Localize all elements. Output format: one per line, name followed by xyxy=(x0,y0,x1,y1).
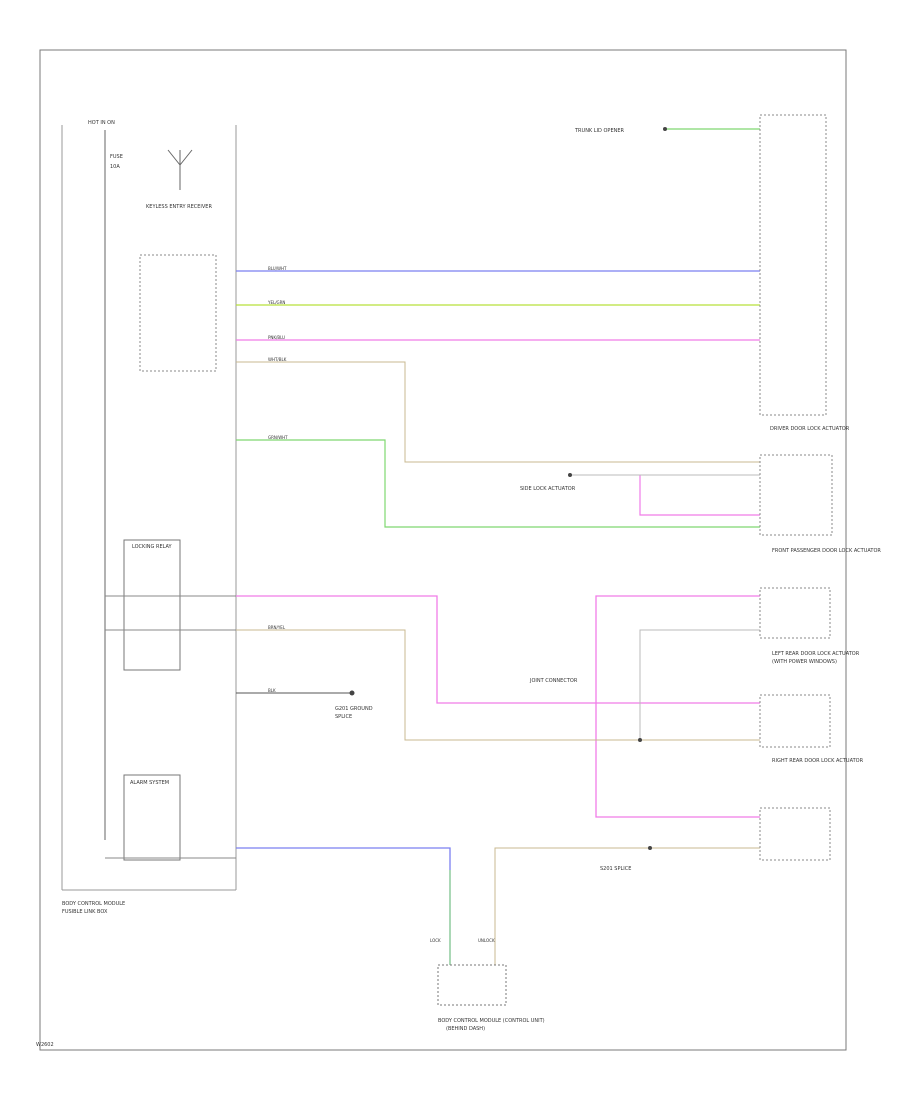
wire-blue-bottom xyxy=(236,847,451,965)
bottom-module-box xyxy=(437,964,507,1006)
wire-green-mid xyxy=(236,439,760,528)
wire-label-yel: YEL/GRN xyxy=(267,300,285,305)
bcm-side-label: FUSIBLE LINK BOX xyxy=(62,909,108,915)
rear-right-label: RIGHT REAR DOOR LOCK ACTUATOR xyxy=(772,758,864,764)
key-right-label: UNLOCK xyxy=(478,938,495,943)
relay-group-box xyxy=(123,539,181,671)
splice-dot-b xyxy=(648,846,652,850)
ground-label: G201 GROUND xyxy=(335,706,373,712)
wire-pink-loop xyxy=(595,595,760,818)
alarm-system-label: ALARM SYSTEM xyxy=(130,780,169,786)
wire-pink-lower xyxy=(236,595,760,704)
door-box-3 xyxy=(759,807,831,861)
junction-label: JOINT CONNECTOR xyxy=(529,678,578,684)
antenna-icon xyxy=(167,149,193,190)
diagram-frame xyxy=(39,49,847,1051)
wire-label-grn: GRN/WHT xyxy=(268,435,288,440)
door-box-1 xyxy=(759,587,831,639)
locking-relay-label: LOCKING RELAY xyxy=(132,544,173,550)
buzzer-group-box xyxy=(123,774,181,861)
lock-actuator-label: SIDE LOCK ACTUATOR xyxy=(520,486,576,492)
wire-tan-bottom xyxy=(494,847,760,965)
fuse-amp-label: 10A xyxy=(110,164,120,170)
wire-label-blk: BLK xyxy=(268,688,276,693)
keyless-receiver-label: KEYLESS ENTRY RECEIVER xyxy=(146,204,212,210)
wire-label-pnk: PNK/BLU xyxy=(268,335,285,340)
key-left-label: LOCK xyxy=(430,938,441,943)
fuse-label: FUSE xyxy=(110,154,123,160)
rear-left-label: LEFT REAR DOOR LOCK ACTUATOR xyxy=(772,651,860,657)
wire-label-blu: BLU/WHT xyxy=(268,266,287,271)
bottom-module-sub-label: (BEHIND DASH) xyxy=(446,1026,485,1032)
wire-label-brn: BRN/YEL xyxy=(268,625,286,630)
wire-white-top xyxy=(236,361,760,463)
splice-right-label: S201 SPLICE xyxy=(600,866,631,872)
bcm-label: BODY CONTROL MODULE xyxy=(62,901,125,907)
trunk-dot xyxy=(663,127,667,131)
splice-dot-a xyxy=(638,738,642,742)
hot-in-on-label: HOT IN ON xyxy=(88,120,115,126)
rear-left-sub-label: (WITH POWER WINDOWS) xyxy=(772,659,837,665)
footer-code: W2602 xyxy=(36,1042,54,1048)
wire-label-wht: WHT/BLK xyxy=(268,357,287,362)
front-door-label: FRONT PASSENGER DOOR LOCK ACTUATOR xyxy=(772,548,881,554)
wire-tan-lower xyxy=(236,629,760,741)
receiver-box xyxy=(139,254,217,372)
ground-dot xyxy=(349,690,355,696)
splice-dot-c xyxy=(568,473,572,477)
ground-sub-label: SPLICE xyxy=(335,714,352,720)
wire-pink-short xyxy=(639,475,760,516)
trunk-label: TRUNK LID OPENER xyxy=(574,128,625,134)
driver-door-label: DRIVER DOOR LOCK ACTUATOR xyxy=(770,426,850,432)
bottom-module-label: BODY CONTROL MODULE (CONTROL UNIT) xyxy=(438,1018,545,1024)
door-box-2 xyxy=(759,694,831,748)
relay-box xyxy=(759,114,827,416)
wire-gray-branch xyxy=(639,629,760,740)
switch-box xyxy=(759,454,833,536)
